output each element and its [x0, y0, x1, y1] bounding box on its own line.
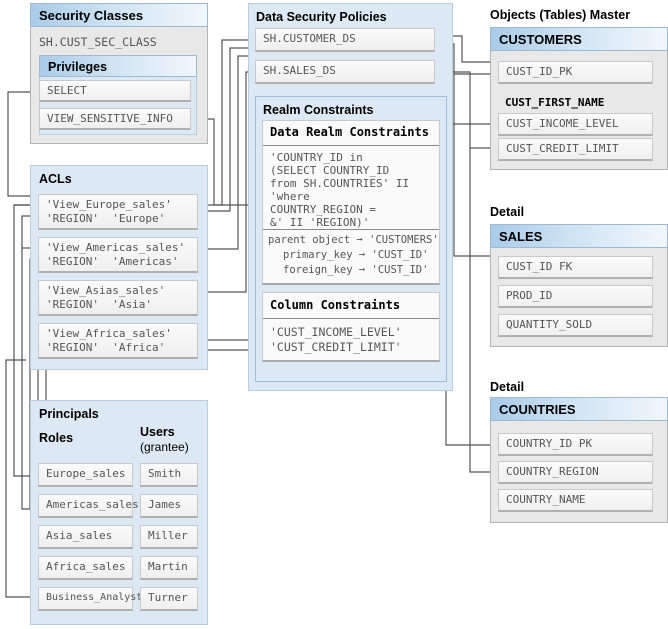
customers-column-cust-credit-limit[interactable]: CUST_CREDIT_LIMIT: [498, 138, 653, 161]
principal-role-africa[interactable]: Africa_sales: [38, 556, 133, 580]
data-realm-constraints-box: [262, 120, 440, 285]
acl-item-europe[interactable]: 'View_Europe_sales' 'REGION' 'Europe': [38, 194, 198, 230]
realm-parent-object-row: parent object ➞ 'CUSTOMERS': [268, 234, 439, 246]
countries-header: COUNTRIES: [490, 397, 668, 421]
realm-constraints-header: Realm Constraints: [263, 103, 374, 117]
principal-role-asia[interactable]: Asia_sales: [38, 525, 133, 549]
customers-column-cust-first-name: CUST_FIRST_NAME: [505, 96, 605, 109]
objects-master-label: Objects (Tables) Master: [490, 8, 631, 22]
principals-roles-label: Roles: [39, 431, 74, 445]
column-constraints-divider: [263, 318, 439, 319]
countries-column-country-name[interactable]: COUNTRY_NAME: [498, 489, 653, 512]
realm-foreign-key-row: foreign_key ➞ 'CUST_ID': [283, 264, 429, 276]
column-constraint-income: 'CUST_INCOME_LEVEL': [270, 325, 402, 339]
customers-column-cust-income-level[interactable]: CUST_INCOME_LEVEL: [498, 113, 653, 136]
principal-user-miller[interactable]: Miller: [140, 525, 198, 549]
countries-column-country-region[interactable]: COUNTRY_REGION: [498, 461, 653, 484]
data-realm-divider: [263, 145, 439, 146]
acls-header: ACLs: [39, 172, 72, 186]
principals-header: Principals: [39, 407, 99, 421]
principal-user-martin[interactable]: Martin: [140, 556, 198, 580]
principal-role-americas[interactable]: Americas_sales: [38, 494, 139, 518]
principal-user-turner[interactable]: Turner: [140, 587, 198, 611]
realm-primary-key-row: primary_key ➞ 'CUST_ID': [283, 249, 429, 261]
principal-role-business-analyst[interactable]: Business_Analyst: [38, 587, 142, 611]
security-classes-header: Security Classes: [30, 3, 208, 27]
column-constraints-header: Column Constraints: [270, 298, 401, 312]
sales-column-cust-id-fk[interactable]: CUST_ID FK: [498, 256, 653, 279]
customers-header: CUSTOMERS: [490, 27, 668, 51]
privilege-view-sensitive-info[interactable]: VIEW_SENSITIVE_INFO: [39, 108, 191, 130]
sales-column-prod-id[interactable]: PROD_ID: [498, 285, 653, 308]
acl-item-africa[interactable]: 'View_Africa_sales' 'REGION' 'Africa': [38, 323, 198, 359]
policy-sales-ds[interactable]: SH.SALES_DS: [255, 60, 435, 84]
countries-detail-label: Detail: [490, 380, 525, 394]
acl-item-asia[interactable]: 'View_Asias_sales' 'REGION' 'Asia': [38, 280, 198, 316]
principals-users-label: Users: [140, 425, 175, 439]
privileges-header: Privileges: [39, 55, 197, 77]
sales-detail-label: Detail: [490, 205, 525, 219]
principal-user-smith[interactable]: Smith: [140, 463, 198, 487]
sales-header: SALES: [490, 224, 668, 248]
data-realm-links-divider: [263, 229, 439, 230]
customers-column-cust-id-pk[interactable]: CUST_ID_PK: [498, 61, 653, 84]
countries-column-country-id-pk[interactable]: COUNTRY_ID PK: [498, 433, 653, 456]
principal-role-europe[interactable]: Europe_sales: [38, 463, 133, 487]
data-realm-expression: 'COUNTRY_ID in (SELECT COUNTRY_ID from S…: [270, 151, 410, 229]
policy-customer-ds[interactable]: SH.CUSTOMER_DS: [255, 28, 435, 52]
privilege-select[interactable]: SELECT: [39, 80, 191, 102]
data-realm-constraints-header: Data Realm Constraints: [270, 125, 429, 139]
acl-item-americas[interactable]: 'View_Americas_sales' 'REGION' 'Americas…: [38, 237, 198, 273]
principals-users-sublabel: (grantee): [140, 440, 189, 454]
policies-header: Data Security Policies: [256, 10, 387, 24]
security-class-name: SH.CUST_SEC_CLASS: [39, 35, 157, 49]
column-constraints-box: [262, 292, 440, 362]
sales-column-quantity-sold[interactable]: QUANTITY_SOLD: [498, 314, 653, 337]
principal-user-james[interactable]: James: [140, 494, 198, 518]
column-constraint-credit: 'CUST_CREDIT_LIMIT': [270, 340, 402, 354]
